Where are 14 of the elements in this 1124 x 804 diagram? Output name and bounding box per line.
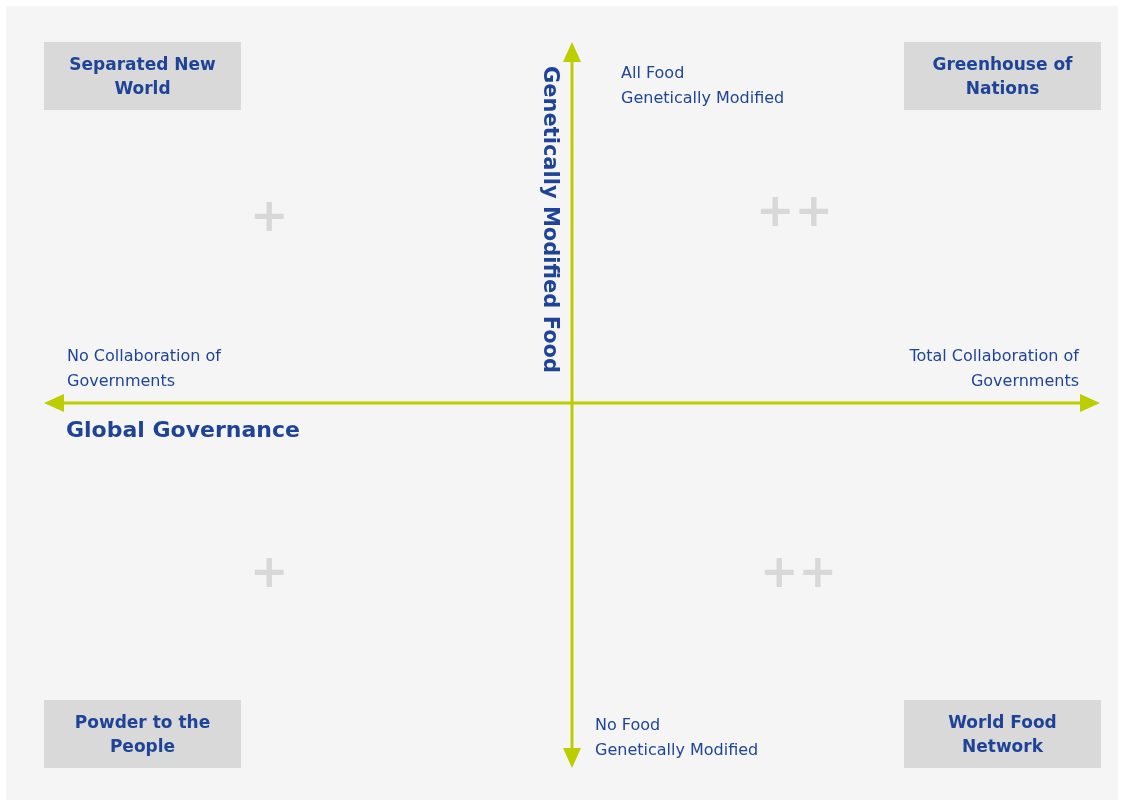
scenario-box: Powder to the People <box>44 700 241 768</box>
axis-end-label: No Collaboration of Governments <box>67 345 221 392</box>
axis-title: Genetically Modified Food <box>539 66 563 373</box>
rating-mark: + <box>250 546 289 596</box>
rating-mark: ++ <box>756 185 834 235</box>
axis-end-label: All Food Genetically Modified <box>621 62 785 109</box>
rating-mark: ++ <box>760 546 838 596</box>
rating-mark: + <box>250 190 289 240</box>
axis-title: Global Governance <box>66 417 300 442</box>
scenario-box: Greenhouse of Nations <box>904 42 1101 110</box>
axis-end-label: Total Collaboration of Governments <box>909 345 1079 392</box>
scenario-box: World Food Network <box>904 700 1101 768</box>
axis-end-label: No Food Genetically Modified <box>595 714 759 761</box>
scenario-box: Separated New World <box>44 42 241 110</box>
